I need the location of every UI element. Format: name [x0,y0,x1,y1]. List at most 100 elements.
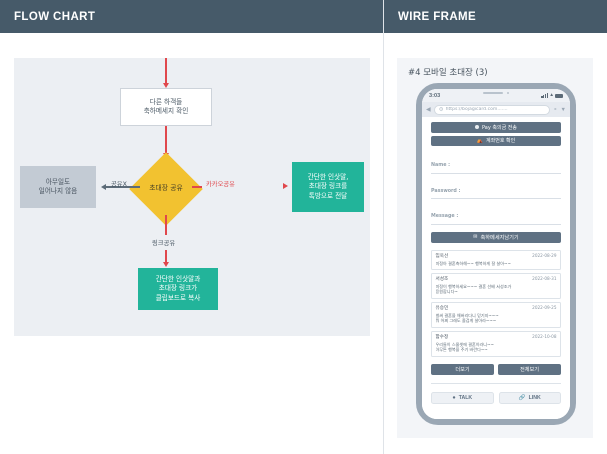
view-all-button-label: 전체보기 [519,366,540,373]
share-talk-label: TALK [458,394,473,401]
list-item[interactable]: 함수정 2022-10-08 우리들이 스물셋에 결혼이라니~~ 아무튼 행복을… [431,330,561,357]
message-body: 벌써 결혼을 해버리다니 믿기지~~~ 뭐 어찌 그래도 즐겁게 살아라~~~ [436,313,557,324]
connector-decision-to-kakao-stub [192,186,202,188]
message-field[interactable]: Message : [431,204,561,225]
message-header: 함수정 2022-10-08 [436,334,557,340]
speaker-grill-icon [482,92,503,94]
flow-chart-body: 다른 하객들 축하메세지 확인 초대장 공유 공유X 아무일도 일어나지 않음 [0,33,383,454]
message-line-1: 미정아 결혼축하해~~ 행복하게 잘 살아~~ [435,260,511,266]
url-text: https://bojagicard.com....... [445,107,508,112]
pay-gift-money-button[interactable]: Pay 축의금 전송 [431,122,561,133]
edge-label-no-share: 공유X [111,181,127,188]
node-confirm-messages: 다른 하객들 축하메세지 확인 [120,88,212,126]
status-bar: 3:03 ▴ [422,89,570,102]
wire-frame-panel: WIRE FRAME #4 모바일 초대장 (3) 3:03 [384,0,607,454]
list-item[interactable]: 임욱선 2022-08-29 미정아 결혼축하해~~ 행복하게 잘 살아~~ [431,249,561,270]
link-icon: 🔗 [518,394,526,401]
password-field[interactable]: Password : [431,179,561,199]
arrowhead-into-clipboard [162,262,169,267]
bank-icon: ⛺ [476,137,484,144]
gear-icon: ⚙ [438,106,444,113]
message-header: 유승민 2022-09-25 [436,305,557,311]
node-clipboard-copy-result: 간단한 인삿말과 초대장 링크가 클립보드로 복사 [138,268,218,310]
connector-link-label-to-clipboard [165,250,167,263]
message-field-label: Message : [431,214,459,219]
node-nothing-line2: 일어나지 않음 [38,187,78,195]
flow-chart-title: FLOW CHART [14,10,96,23]
message-author: 함수정 [435,335,449,341]
node-kakao-line2: 초대장 링크를 [308,182,348,191]
status-time: 3:03 [429,92,441,99]
message-author: 서성조 [435,277,449,283]
message-actions: 더보기 전체보기 [431,363,561,375]
connector-top-vertical [165,58,167,84]
message-line-2: 응원합니다~ [435,289,458,295]
message-header: 임욱선 2022-08-29 [436,253,557,259]
arrowhead-into-nothing [101,183,106,190]
message-author: 유승민 [435,306,449,312]
message-body: 우리들이 스물셋에 결혼이라니~~ 아무튼 행복을 주기 바란다~~ [436,342,557,353]
message-date: 2022-08-29 [532,253,557,258]
node-confirm-line1: 다른 하객들 [149,97,183,106]
wire-frame-title: WIRE FRAME [398,10,477,23]
connector-decision-to-link-label [165,215,167,235]
arrowhead-into-confirm [162,83,169,88]
message-body: 미정이 행복하세요~~~ 결혼 선배 서성조가 응원합니다~ [436,284,557,295]
wire-frame-caption: #4 모바일 초대장 (3) [408,68,488,78]
share-link-label: LINK [528,394,541,401]
search-icon[interactable]: ⚬ [552,106,558,113]
front-camera-icon [506,91,510,95]
guestbook-form: Name : Password : Message : [431,153,561,225]
node-nothing-line1: 아무일도 [45,177,71,186]
flow-chart-header: FLOW CHART [0,0,383,33]
more-button-label: 더보기 [455,366,470,373]
message-line-2: 아무튼 행복을 주기 바란다~~ [435,347,488,353]
list-item[interactable]: 유승민 2022-09-25 벌써 결혼을 해버리다니 믿기지~~~ 뭐 어찌 … [431,301,561,328]
message-date: 2022-08-31 [532,276,557,282]
pay-icon [475,125,479,130]
name-field-label: Name : [431,163,451,168]
share-link-button[interactable]: 🔗 LINK [498,391,561,404]
node-kakao-line1: 간단한 인삿말, [307,173,349,182]
pay-button-label: Pay 축의금 전송 [482,124,517,131]
wifi-icon: ▴ [550,91,553,98]
status-icon-group: ▴ [541,91,563,99]
flow-chart-panel: FLOW CHART 다른 하객들 축하메세지 확인 초대장 공유 [0,0,384,454]
node-kakao-share-result: 간단한 인삿말, 초대장 링크를 톡방으로 전달 [292,162,364,212]
url-input[interactable]: ⚙ https://bojagicard.com....... [433,104,550,115]
app-content: Pay 축의금 전송 ⛺ 계좌번호 확인 Name : [422,117,570,419]
node-clipboard-line2: 초대장 링크가 [158,284,198,293]
account-number-button[interactable]: ⛺ 계좌번호 확인 [431,135,561,146]
share-talk-button[interactable]: ● TALK [431,391,494,404]
phone-screen: 3:03 ▴ [422,89,570,419]
wire-frame-body: #4 모바일 초대장 (3) 3:03 ▴ [384,33,607,454]
battery-icon [555,93,563,99]
view-all-button[interactable]: 전체보기 [498,363,561,375]
wire-frame-header: WIRE FRAME [384,0,607,33]
node-confirm-line2: 축하메세지 확인 [143,107,189,115]
message-line-2: 뭐 어찌 그래도 즐겁게 살아라~~~ [435,318,497,324]
name-field[interactable]: Name : [431,153,561,174]
chevron-left-icon[interactable]: ◀ [426,107,431,113]
more-button[interactable]: 더보기 [431,363,494,375]
chat-bubble-icon: ● [452,394,456,401]
node-clipboard-line3: 클립보드로 복사 [155,293,201,302]
list-item[interactable]: 서성조 2022-08-31 미정이 행복하세요~~~ 결혼 선배 서성조가 응… [431,272,561,299]
leave-message-button[interactable]: ✉ 축하메세지남기기 [431,231,561,243]
envelope-icon: ✉ [473,234,478,240]
share-actions: ● TALK 🔗 LINK [431,391,561,410]
filter-icon[interactable]: ▼ [560,106,566,113]
node-clipboard-line1: 간단한 인삿말과 [155,275,201,284]
browser-bar: ◀ ⚙ https://bojagicard.com....... ⚬ ▼ [422,102,570,117]
message-date: 2022-10-08 [532,334,557,340]
message-line-1: 우리들이 스물셋에 결혼이라니~~ [435,341,494,347]
message-line-1: 미정이 행복하세요~~~ 결혼 선배 서성조가 [435,283,512,289]
flow-chart-canvas: 다른 하객들 축하메세지 확인 초대장 공유 공유X 아무일도 일어나지 않음 [14,58,370,336]
arrowhead-into-kakao [283,183,288,189]
leave-message-label: 축하메세지남기기 [480,234,519,241]
node-kakao-line3: 톡방으로 전달 [308,191,348,200]
edge-label-kakao-share: 카카오공유 [206,181,235,188]
wire-frame-canvas: #4 모바일 초대장 (3) 3:03 ▴ [397,58,593,438]
message-body: 미정아 결혼축하해~~ 행복하게 잘 살아~~ [436,261,557,267]
